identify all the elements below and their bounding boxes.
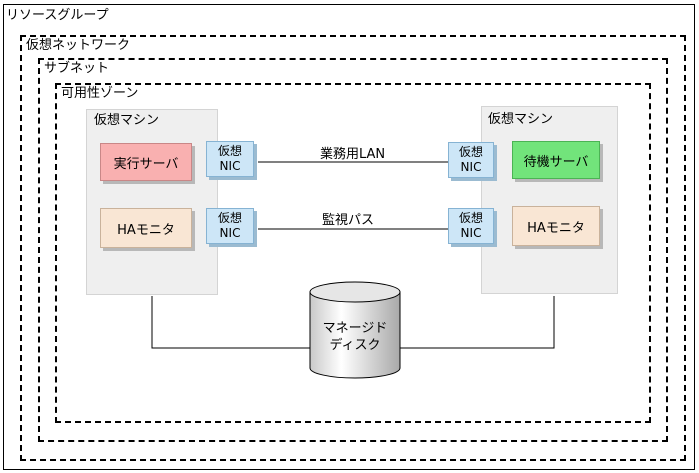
subnet-frame <box>38 58 668 442</box>
nic-left-bottom-line1: 仮想 <box>217 211 242 225</box>
nic-left-top-line2: NIC <box>219 159 241 173</box>
ha-monitor-right: HAモニタ <box>512 206 600 246</box>
nic-right-top: 仮想 NIC <box>448 142 494 178</box>
nic-left-top-line1: 仮想 <box>217 144 242 158</box>
nic-right-top-line1: 仮想 <box>458 145 483 159</box>
virtual-network-frame <box>20 35 686 461</box>
managed-disk-line2: ディスク <box>329 338 381 353</box>
managed-disk-line1: マネージド <box>322 321 388 336</box>
right-disk-line <box>396 296 555 349</box>
active-server: 実行サーバ <box>100 143 192 181</box>
left-disk-line <box>151 296 312 349</box>
ha-monitor-left: HAモニタ <box>100 208 192 248</box>
resource-group-frame <box>3 4 695 470</box>
nic-left-bottom: 仮想 NIC <box>206 208 254 244</box>
ha-monitor-left-label: HAモニタ <box>117 222 175 238</box>
virtual-network-label: 仮想ネットワーク <box>24 38 133 53</box>
resource-group-label: リソースグループ <box>6 8 109 23</box>
ha-monitor-right-label: HAモニタ <box>527 220 585 236</box>
nic-right-bottom: 仮想 NIC <box>448 208 494 244</box>
availability-zone-label: 可用性ゾーン <box>59 86 141 101</box>
monitor-path-label: 監視パス <box>322 213 375 228</box>
business-lan-label: 業務用LAN <box>320 147 386 162</box>
nic-right-bottom-line1: 仮想 <box>458 211 483 225</box>
vm-left <box>86 109 218 295</box>
nic-right-bottom-line2: NIC <box>460 226 482 240</box>
standby-server-label: 待機サーバ <box>523 154 589 170</box>
subnet-label: サブネット <box>42 61 112 76</box>
vm-left-title: 仮想マシン <box>94 113 160 128</box>
managed-disk-label: マネージド ディスク <box>309 320 401 354</box>
active-server-label: 実行サーバ <box>113 156 179 172</box>
vm-right-title: 仮想マシン <box>488 112 554 127</box>
managed-disk-icon <box>309 281 401 379</box>
availability-zone-frame <box>55 83 651 423</box>
nic-right-top-line2: NIC <box>460 160 482 174</box>
nic-left-top: 仮想 NIC <box>206 141 254 177</box>
nic-left-bottom-line2: NIC <box>219 226 241 240</box>
standby-server: 待機サーバ <box>512 141 600 179</box>
vm-right <box>481 106 618 294</box>
